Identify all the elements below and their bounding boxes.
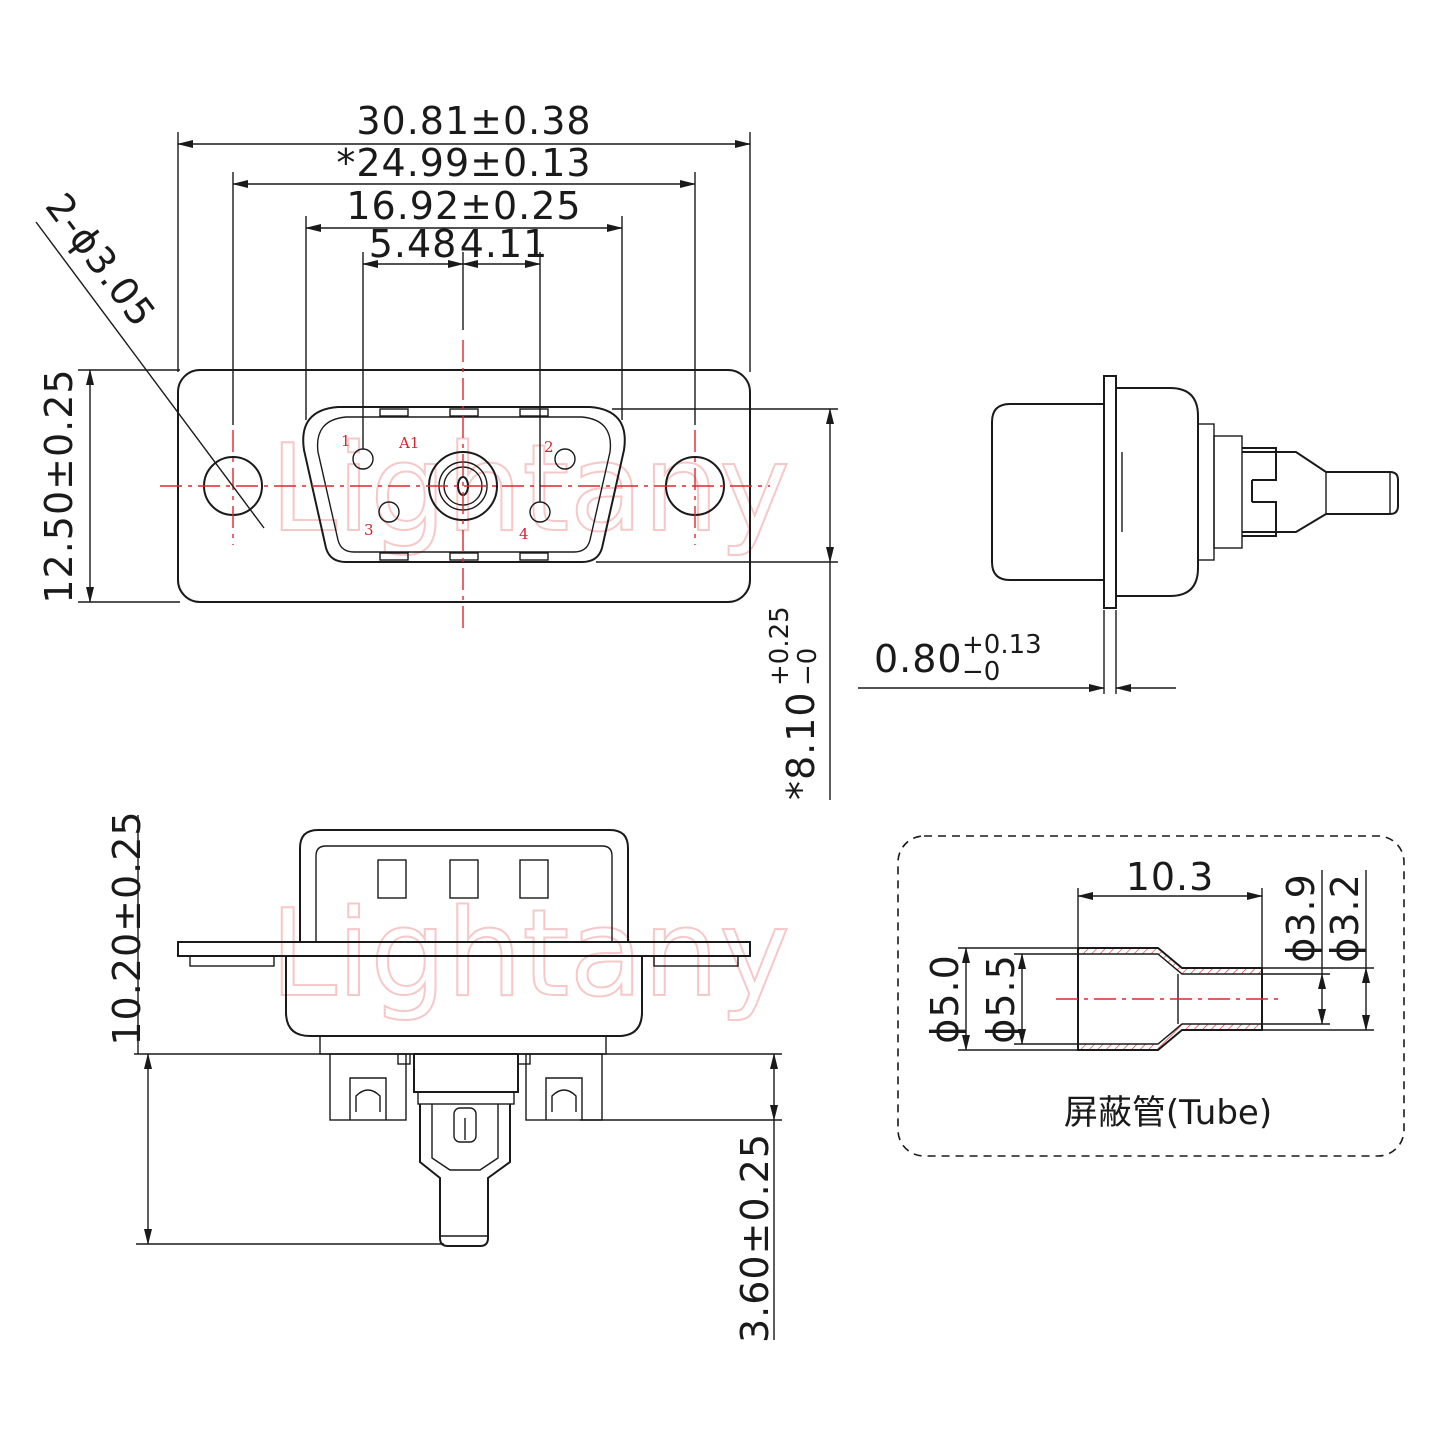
watermark-text: Lightany [270, 885, 790, 1024]
bottom-view: 10.20±0.25 3.60±0.25 [105, 810, 782, 1343]
pin-3 [378, 501, 400, 523]
watermark-text: Lightany [270, 420, 790, 559]
dim-pin-right: 4.11 [460, 222, 549, 266]
dim-shell-height-tol-upper: +0.25 [765, 606, 795, 686]
bottom-shell-top [299, 829, 629, 942]
tube-detail: 10.3 ϕ5.0 ϕ5.5 ϕ3.9 ϕ3.2 屏蔽管(Tube) [897, 835, 1405, 1157]
dim-tail-length: 3.60±0.25 [733, 1133, 777, 1343]
dim-bottom-height: 10.20±0.25 [105, 810, 149, 1045]
side-shell [991, 403, 1104, 581]
dim-flange-height: 12.50±0.25 [37, 368, 81, 603]
dim-shell-width: 16.92±0.25 [346, 184, 581, 228]
dim-shell-height-tol-lower: −0 [793, 648, 823, 686]
tube-detail-frame [897, 835, 1405, 1157]
dim-pin-left: 5.48 [369, 222, 458, 266]
pin-label-2: 2 [544, 438, 554, 456]
side-flange [1103, 375, 1117, 609]
dim-overall-width: 30.81±0.38 [356, 99, 591, 143]
dim-hole-spacing: *24.99±0.13 [336, 141, 591, 185]
dim-tube-outer-large: ϕ5.0 [923, 954, 967, 1044]
dim-tube-length: 10.3 [1126, 855, 1215, 899]
dim-tube-inner-large: ϕ5.5 [979, 954, 1023, 1044]
dim-flange-thickness: 0.80 [874, 637, 963, 681]
pin-label-4: 4 [519, 525, 529, 543]
pin-label-1: 1 [341, 432, 351, 450]
dim-flange-thickness-tol-lower: −0 [962, 657, 1000, 687]
pin-2 [554, 448, 576, 470]
dim-tube-outer-small: ϕ3.9 [1279, 873, 1323, 963]
tube-caption: 屏蔽管(Tube) [1064, 1093, 1272, 1133]
dim-shell-height: *8.10 [779, 691, 823, 800]
dim-mount-holes: 2-ϕ3.05 [37, 185, 165, 335]
dim-tube-inner-small: ϕ3.2 [1323, 873, 1367, 963]
pin-label-a1: A1 [398, 434, 419, 452]
dim-flange-thickness-tol-upper: +0.13 [962, 630, 1042, 660]
bottom-flange [177, 941, 751, 957]
side-view: 0.80 +0.13 −0 [858, 375, 1399, 694]
pin-label-3: 3 [364, 521, 374, 539]
front-d-shell [302, 406, 626, 563]
